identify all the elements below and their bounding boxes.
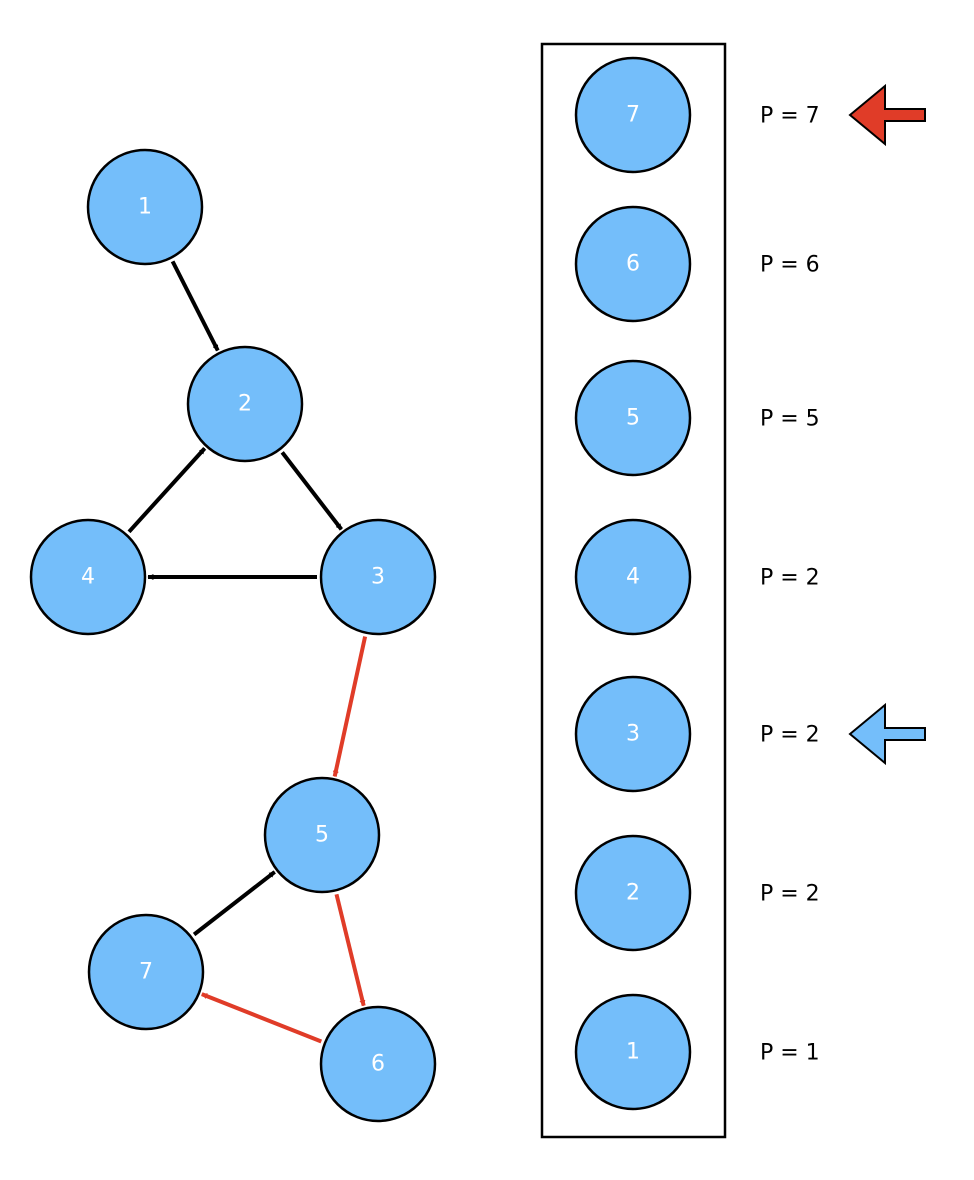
graph-node-label: 6 [371,1052,385,1077]
graph-node-circle [319,1005,437,1123]
stack-node-circle [574,675,692,793]
graph-node-label: 7 [139,960,153,985]
edge-1-to-2 [170,260,220,352]
stack-node-label: 4 [626,565,640,590]
stack-node-label: 5 [626,406,640,431]
stack-node-circle [574,518,692,636]
stack-item-7: 7 P = 7 [574,56,820,174]
graph-node-6: 6 [319,1005,437,1123]
stack-item-2: 2 P = 2 [574,834,820,952]
graph-node-3: 3 [319,518,437,636]
stack-node-label: 2 [626,881,640,906]
stack-p-value: P = 1 [760,1041,820,1066]
graph-node-4: 4 [29,518,147,636]
edge-4-to-2 [127,447,207,534]
edge-7-to-5 [192,870,276,937]
graph-edges [127,260,368,1044]
graph-node-circle [87,913,205,1031]
edge-5-to-6 [334,893,366,1007]
stack-item-5: 5 P = 5 [574,359,820,477]
graph-node-7: 7 [87,913,205,1031]
edge-3-to-5 [332,636,368,777]
stack-node-circle [574,834,692,952]
graph-node-5: 5 [263,776,381,894]
stack-node-circle [574,205,692,323]
stack-p-value: P = 2 [760,723,820,748]
graph-node-label: 3 [371,565,385,590]
stack-node-label: 1 [626,1040,640,1065]
graph-nodes: 1 2 3 4 5 6 7 [29,148,437,1123]
stack-p-value: P = 7 [760,104,820,129]
stack-node-circle [574,56,692,174]
stack-item-6: 6 P = 6 [574,205,820,323]
graph-node-2: 2 [186,345,304,463]
edge-6-to-7 [201,992,323,1044]
edge-2-to-3 [280,451,343,531]
stack-p-value: P = 6 [760,253,820,278]
stack-node-label: 3 [626,722,640,747]
stack-items: 7 P = 7 6 P = 6 5 P = 5 4 P = 2 3 P = 2 2 P = 2 1 P =… [574,56,820,1111]
stack-item-1: 1 P = 1 [574,993,820,1111]
stack-p-value: P = 5 [760,407,820,432]
graph-node-circle [186,345,304,463]
stack-p-value: P = 2 [760,882,820,907]
graph-node-circle [319,518,437,636]
stack-item-3: 3 P = 2 [574,675,820,793]
stack-node-label: 6 [626,252,640,277]
stack-node-label: 7 [626,103,640,128]
blue-pointer-arrow-icon [848,702,926,766]
graph-node-label: 4 [81,565,95,590]
graph-node-label: 5 [315,823,329,848]
stack-node-circle [574,993,692,1111]
stack-item-4: 4 P = 2 [574,518,820,636]
stack-pointers [848,83,926,766]
graph-node-circle [86,148,204,266]
graph-node-label: 2 [238,392,252,417]
stack-node-circle [574,359,692,477]
stack-frame [540,42,727,1139]
stack-p-value: P = 2 [760,566,820,591]
graph-node-circle [29,518,147,636]
graph-node-label: 1 [138,195,152,220]
red-pointer-arrow-icon [848,83,926,147]
graph-node-1: 1 [86,148,204,266]
graph-node-circle [263,776,381,894]
